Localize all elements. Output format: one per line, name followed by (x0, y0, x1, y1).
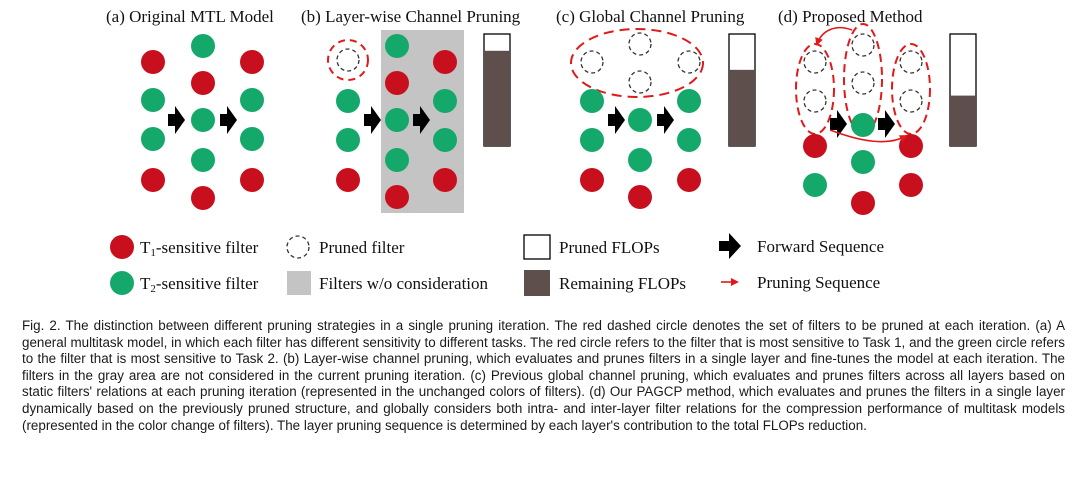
t2-filter (628, 148, 652, 172)
flops-bar-remaining (729, 69, 755, 146)
legend-gray-area-label: Filters w/o consideration (319, 274, 489, 293)
legend-pruning-sequence-label: Pruning Sequence (757, 273, 880, 292)
t1-filter (899, 173, 923, 197)
flops-bar-remaining (950, 95, 976, 146)
forward-arrow (608, 106, 625, 134)
legend-remaining-flops-swatch (524, 270, 550, 296)
t2-filter (191, 34, 215, 58)
panel-a-diagram (141, 34, 264, 210)
legend: T1-sensitive filter T2-sensitive filter … (110, 233, 884, 296)
pruned-filter (899, 89, 923, 113)
forward-arrow (878, 110, 895, 138)
pruned-filter (899, 50, 923, 74)
panel-d-diagram (795, 23, 977, 215)
pruning-strategies-figure: (a) Original MTL Model (b) Layer-wise Ch… (106, 7, 977, 296)
t1-filter (240, 168, 264, 192)
t1-filter (677, 168, 701, 192)
pruned-filter (628, 32, 652, 56)
t1-filter (336, 168, 360, 192)
t2-filter (433, 128, 457, 152)
legend-t2-label: T2-sensitive filter (140, 274, 259, 295)
forward-arrow (413, 106, 430, 134)
t2-filter (433, 89, 457, 113)
figure-caption: Fig. 2. The distinction between differen… (22, 318, 1065, 433)
pruning-sequence-arrow (829, 129, 908, 143)
forward-arrow (168, 106, 185, 134)
t2-filter (803, 173, 827, 197)
legend-pruned-filter-swatch (286, 235, 310, 259)
t1-filter (628, 185, 652, 209)
t2-filter (851, 113, 875, 137)
panel-b-diagram (327, 30, 511, 213)
legend-gray-area-swatch (287, 271, 311, 295)
legend-pruned-flops-label: Pruned FLOPs (559, 238, 660, 257)
panel-b-title: (b) Layer-wise Channel Pruning (301, 7, 521, 26)
t1-filter (385, 185, 409, 209)
t2-filter (580, 128, 604, 152)
t1-filter (191, 71, 215, 95)
t2-filter (385, 34, 409, 58)
pruned-set-dashed (843, 23, 883, 135)
pruned-filter (851, 33, 875, 57)
legend-t1-swatch (110, 235, 134, 259)
pruned-filter (851, 71, 875, 95)
t2-filter (141, 88, 165, 112)
t2-filter (141, 127, 165, 151)
t1-filter (141, 50, 165, 74)
pruned-set-dashed (570, 28, 704, 98)
flops-bar-remaining (484, 50, 510, 146)
panel-a-title: (a) Original MTL Model (106, 7, 274, 26)
pruned-filter (803, 89, 827, 113)
t1-filter (240, 50, 264, 74)
legend-t2-swatch (110, 271, 134, 295)
pruned-filter (803, 50, 827, 74)
legend-forward-arrow-icon (719, 233, 741, 259)
legend-remaining-flops-label: Remaining FLOPs (559, 274, 686, 293)
legend-pruned-filter-label: Pruned filter (319, 238, 405, 257)
t1-filter (141, 168, 165, 192)
pruned-filter (628, 70, 652, 94)
panel-c-title: (c) Global Channel Pruning (556, 7, 745, 26)
pruned-filter (336, 48, 360, 72)
t2-filter (385, 108, 409, 132)
pruned-set-dashed (891, 43, 931, 135)
pruned-set-dashed (327, 39, 369, 81)
t2-filter (677, 128, 701, 152)
t2-filter (191, 108, 215, 132)
t2-filter (336, 89, 360, 113)
t1-filter (580, 168, 604, 192)
t1-filter (851, 191, 875, 215)
pruned-filter (677, 50, 701, 74)
t2-filter (191, 148, 215, 172)
pruned-set-dashed (795, 43, 835, 135)
t2-filter (385, 148, 409, 172)
t2-filter (580, 89, 604, 113)
t2-filter (851, 150, 875, 174)
t2-filter (336, 128, 360, 152)
t1-filter (433, 168, 457, 192)
t1-filter (191, 186, 215, 210)
t1-filter (803, 134, 827, 158)
t2-filter (628, 108, 652, 132)
t2-filter (240, 127, 264, 151)
t1-filter (433, 50, 457, 74)
forward-arrow (657, 106, 674, 134)
pruned-filter (580, 50, 604, 74)
panel-d-title: (d) Proposed Method (778, 7, 923, 26)
t1-filter (385, 71, 409, 95)
forward-arrow (364, 106, 381, 134)
t2-filter (677, 89, 701, 113)
forward-arrow (220, 106, 237, 134)
legend-forward-sequence-label: Forward Sequence (757, 237, 884, 256)
pruning-sequence-arrow (815, 26, 853, 46)
t2-filter (240, 88, 264, 112)
panel-c-diagram (570, 28, 756, 209)
forward-arrow (830, 110, 847, 138)
legend-t1-label: T1-sensitive filter (140, 238, 259, 259)
legend-pruned-flops-swatch (523, 234, 551, 260)
